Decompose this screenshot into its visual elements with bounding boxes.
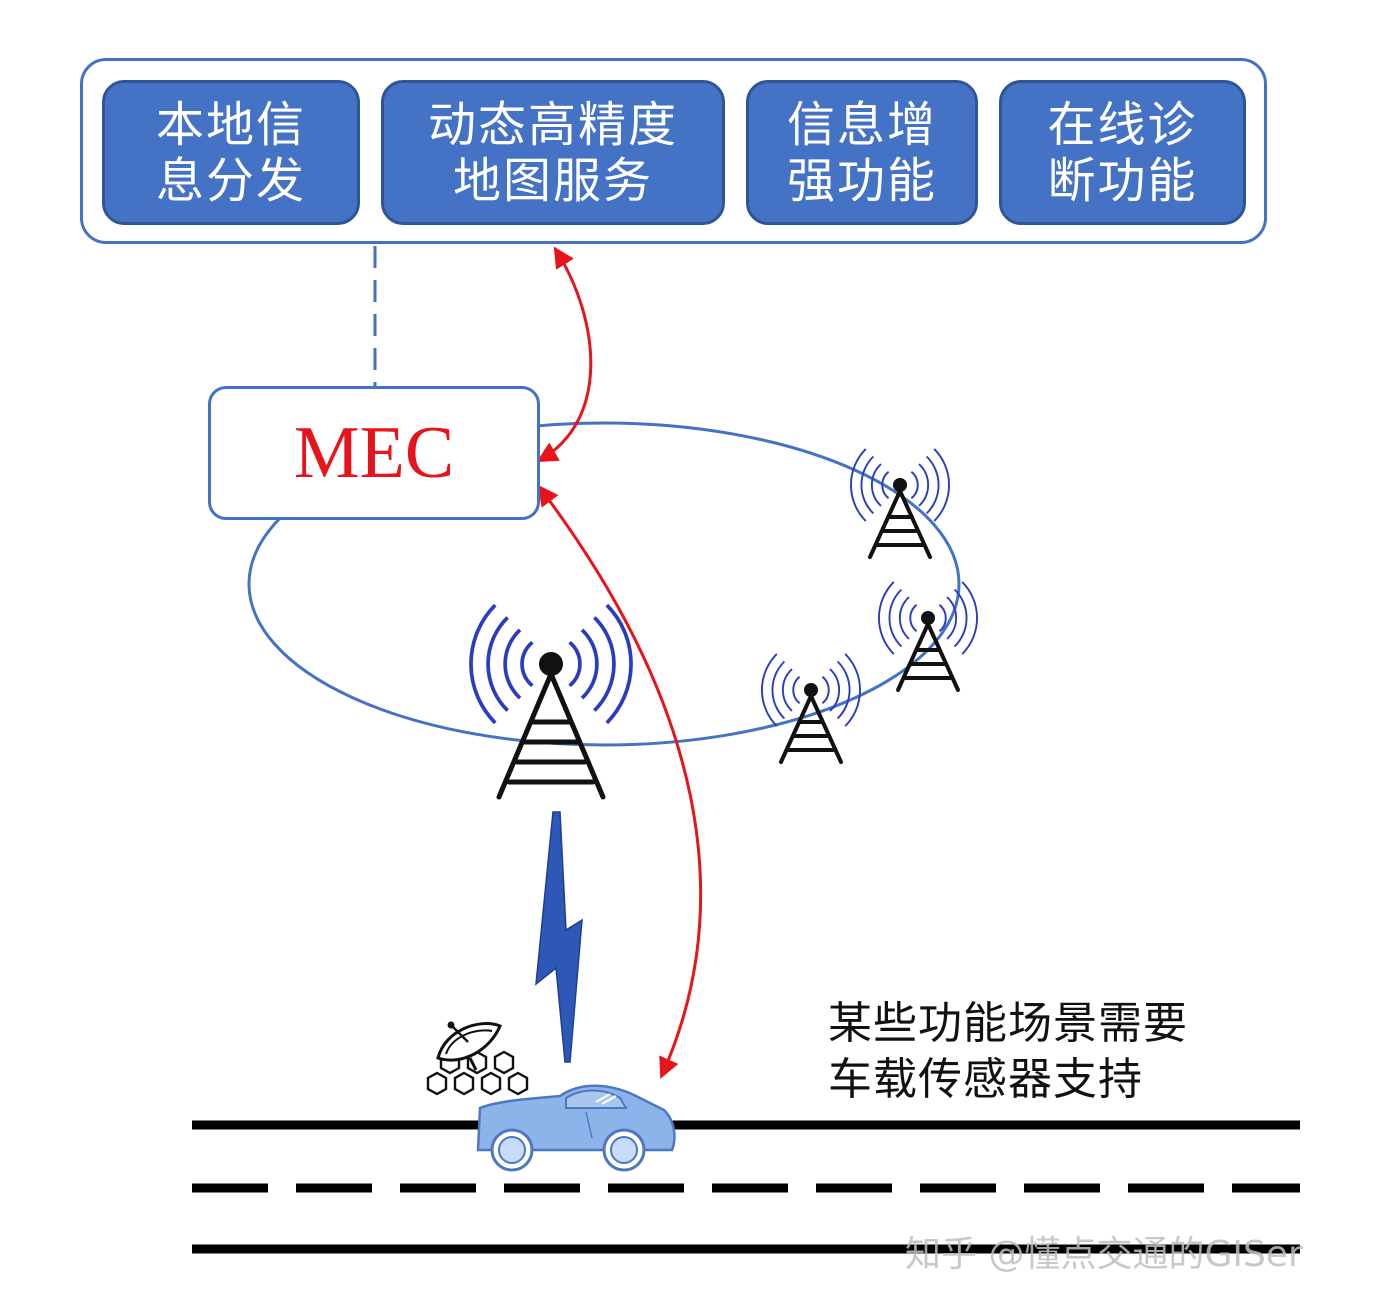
watermark: 知乎 @懂点交通的GISer xyxy=(905,1234,1303,1275)
sensor-note-line1: 某些功能场景需要 xyxy=(828,998,1188,1049)
service-label-line1: 动态高精度 xyxy=(427,96,678,153)
mec-node: MEC xyxy=(208,386,540,520)
service-info-enhancement: 信息增 强功能 xyxy=(746,80,978,225)
mec-label: MEC xyxy=(293,411,455,494)
satellite-dish-icon xyxy=(426,1021,529,1096)
service-local-info-distribution: 本地信 息分发 xyxy=(102,80,360,225)
service-hd-map: 动态高精度 地图服务 xyxy=(381,80,725,225)
service-label-line1: 在线诊 xyxy=(1047,96,1198,153)
service-label-line1: 信息增 xyxy=(786,96,937,153)
sensor-note: 某些功能场景需要 车载传感器支持 xyxy=(828,996,1188,1108)
car-icon xyxy=(476,1084,676,1172)
service-label-line2: 断功能 xyxy=(1047,152,1198,209)
cell-tower-icon xyxy=(877,580,979,692)
service-label-line2: 强功能 xyxy=(786,152,937,209)
cell-tower-icon xyxy=(469,603,633,800)
cell-tower-icon xyxy=(849,447,951,559)
arrow-mec-to-car xyxy=(537,484,702,1079)
service-label-line2: 地图服务 xyxy=(452,152,653,209)
sensor-note-line2: 车载传感器支持 xyxy=(828,1054,1143,1105)
service-label-line1: 本地信 xyxy=(155,96,306,153)
service-online-diagnosis: 在线诊 断功能 xyxy=(999,80,1246,225)
lightning-icon xyxy=(535,811,583,1063)
road-icon xyxy=(192,1120,1300,1254)
arrow-mec-to-map-service xyxy=(536,246,593,463)
service-label-line2: 息分发 xyxy=(155,152,306,209)
cell-tower-icon xyxy=(760,652,862,764)
